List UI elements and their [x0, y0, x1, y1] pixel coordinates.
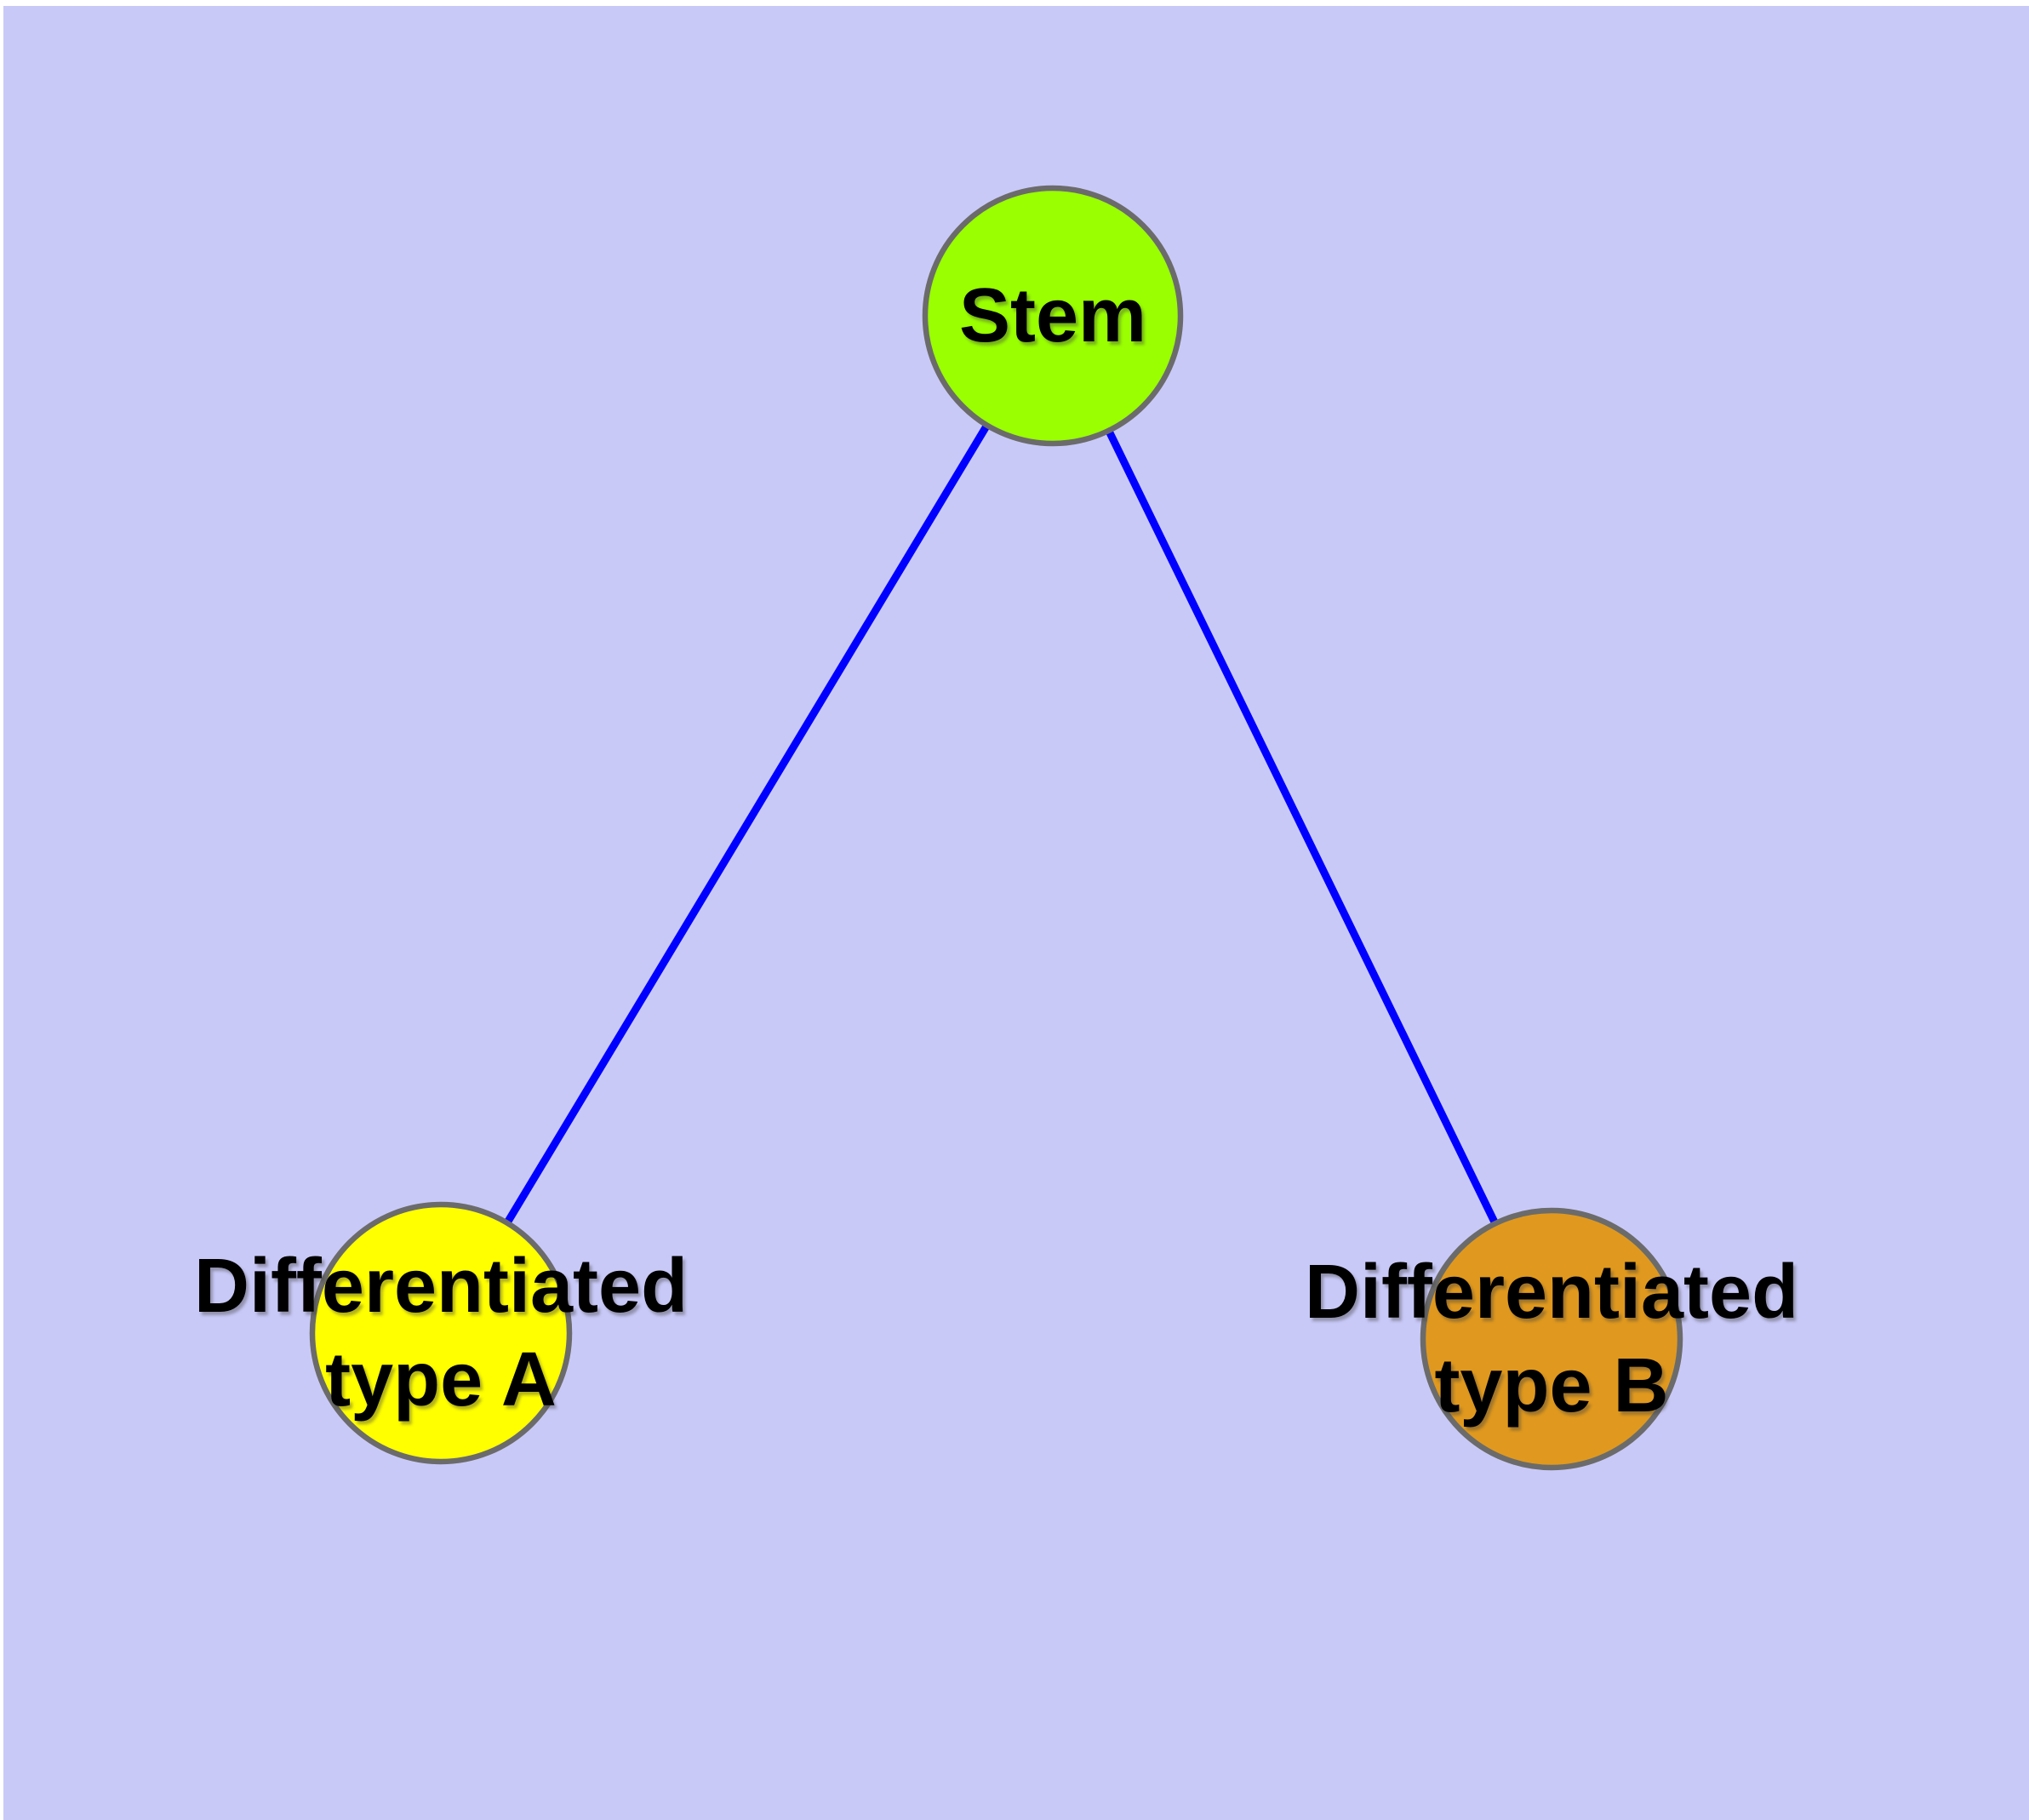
edges-layer	[437, 313, 1556, 1341]
graph-node-diff-b	[1420, 1207, 1683, 1471]
graph-node-stem	[922, 185, 1184, 447]
graph-edge-stem-diff-b	[1049, 314, 1556, 1341]
graph-edge-stem-diff-a	[437, 313, 1056, 1336]
graph-node-diff-a	[309, 1201, 573, 1465]
nodes-layer	[309, 185, 1683, 1471]
